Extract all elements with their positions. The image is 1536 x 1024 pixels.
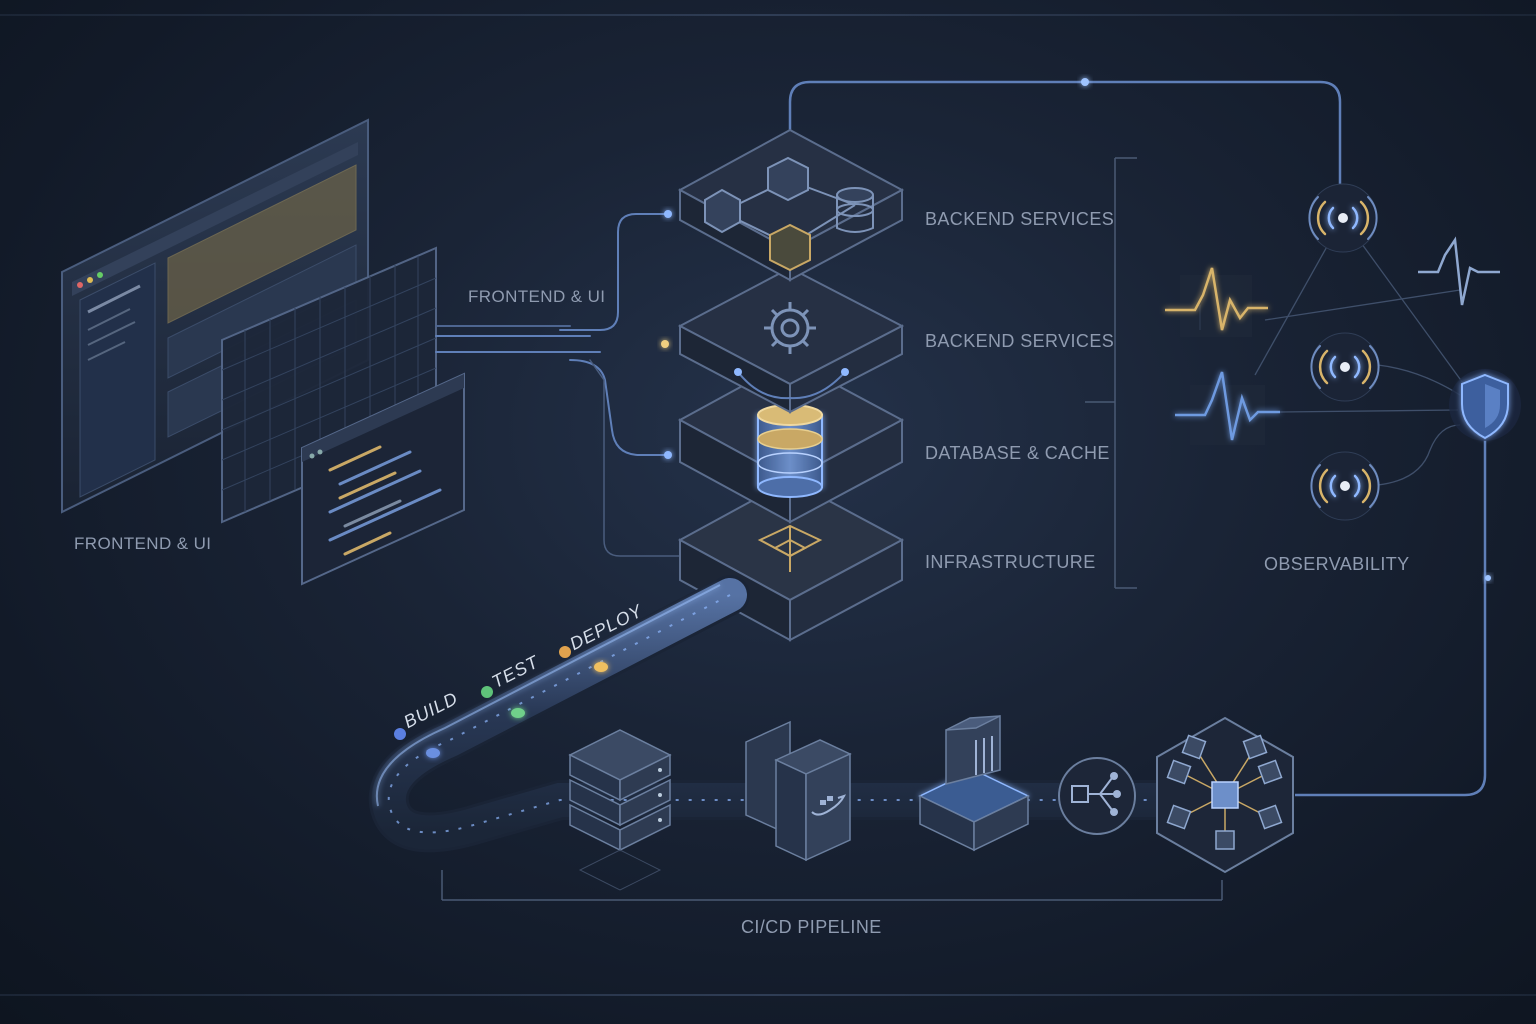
layer-label-backend-1: BACKEND SERVICES [925,209,1115,229]
backend-services-layer-2 [677,266,905,414]
cube-icon [757,524,823,572]
code-editor-icon [301,372,465,586]
service-graph-icon [704,156,874,272]
signal-icon [1310,332,1380,402]
backend-services-layer-1 [677,128,905,282]
signal-icon [1310,451,1380,521]
frontend-panels [61,118,465,586]
bottom-frame-line [0,994,1536,996]
frontend-label-mid: FRONTEND & UI [468,287,606,306]
server-rack-icon [568,729,672,891]
heartbeat-icon [1165,267,1268,337]
layer-label-infrastructure: INFRASTRUCTURE [925,552,1096,572]
test-dot [481,686,493,698]
cicd-bracket [441,870,1223,901]
browser-window-icon [61,118,369,514]
deploy-dot [559,646,571,658]
gear-icon [764,302,816,354]
observability-label: OBSERVABILITY [1264,554,1410,574]
layer-label-database: DATABASE & CACHE [925,443,1110,463]
layer-stack [677,128,905,642]
database-layer [677,358,905,524]
pipeline-stage-markers [394,646,608,758]
signal-icon [1308,183,1378,253]
cicd-pipeline-label: CI/CD PIPELINE [741,917,882,937]
database-icon [757,404,823,498]
heartbeat-icon [1175,371,1280,445]
layer-label-backend-2: BACKEND SERVICES [925,331,1115,351]
frontend-connectors [435,210,681,557]
heartbeat-icon [1418,236,1500,306]
docker-icon [745,720,852,862]
shield-icon [1449,369,1521,441]
observability-bracket [1085,157,1137,589]
top-frame-line [0,14,1536,16]
build-dot [394,728,406,740]
hexagon-cluster-icon [1156,716,1294,874]
cicd-tube [368,575,1180,853]
container-icon [918,715,1030,852]
loop-connector [788,78,1491,797]
network-node-icon [1058,757,1136,835]
frontend-label-left: FRONTEND & UI [74,534,212,553]
